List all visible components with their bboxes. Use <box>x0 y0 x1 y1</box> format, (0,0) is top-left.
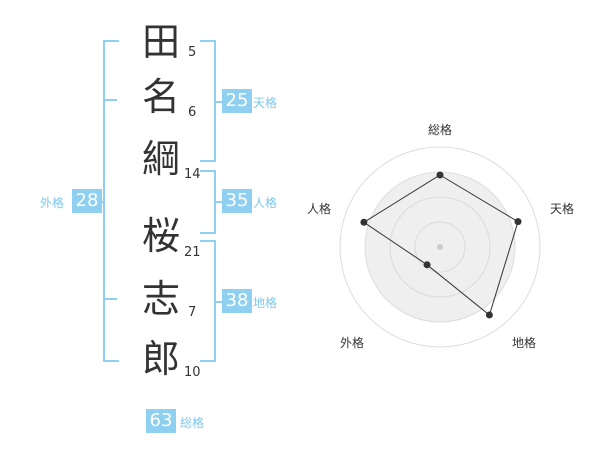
radar-point-2 <box>514 218 522 226</box>
jinkaku-value: 35 <box>222 189 252 213</box>
chikaku-label: 地格 <box>253 296 278 310</box>
radar-axis-label-gaikaku: 外格 <box>340 335 364 350</box>
soukaku-label: 総格 <box>180 416 205 430</box>
chikaku-value: 38 <box>222 289 252 313</box>
jinkaku-connector <box>214 201 222 203</box>
radar-polygon <box>362 174 519 316</box>
gaikaku-label: 外格 <box>40 196 65 210</box>
radar-axis-label-jinkaku: 人格 <box>307 201 331 216</box>
tenkaku-value: 25 <box>222 89 252 113</box>
name-char-3: 綱 <box>141 137 180 181</box>
radar-center-dot <box>437 244 443 250</box>
stroke-count-6: 10 <box>184 365 201 380</box>
chikaku-connector <box>214 301 222 303</box>
stroke-count-2: 6 <box>188 105 197 120</box>
radar-point-5 <box>360 218 368 226</box>
tenkaku-label: 天格 <box>253 96 278 110</box>
gaikaku-bracket-stub-bottom <box>103 298 117 300</box>
radar-point-4 <box>423 261 431 269</box>
stroke-count-3: 14 <box>184 167 201 182</box>
radar-axis-label-tenkaku: 天格 <box>550 201 574 216</box>
stroke-count-5: 7 <box>188 305 197 320</box>
name-char-5: 志 <box>141 277 180 321</box>
radar-point-1 <box>436 171 444 179</box>
name-char-2: 名 <box>141 75 180 119</box>
radar-ring-line-1 <box>414 221 466 273</box>
radar-axis-label-soukaku: 総格 <box>428 122 452 137</box>
stroke-count-4: 21 <box>184 245 201 260</box>
radar-axis-label-chikaku: 地格 <box>512 335 536 350</box>
stroke-count-1: 5 <box>188 45 197 60</box>
tenkaku-connector <box>214 101 222 103</box>
name-char-6: 郎 <box>141 337 180 381</box>
gaikaku-bracket-stub-top <box>103 99 117 101</box>
radar-point-3 <box>485 311 493 319</box>
jinkaku-label: 人格 <box>253 196 278 210</box>
name-char-4: 桜 <box>141 214 180 258</box>
soukaku-value: 63 <box>146 409 176 433</box>
name-char-1: 田 <box>141 20 180 64</box>
radar-ring-line-2 <box>389 196 491 298</box>
gaikaku-value: 28 <box>72 189 102 213</box>
